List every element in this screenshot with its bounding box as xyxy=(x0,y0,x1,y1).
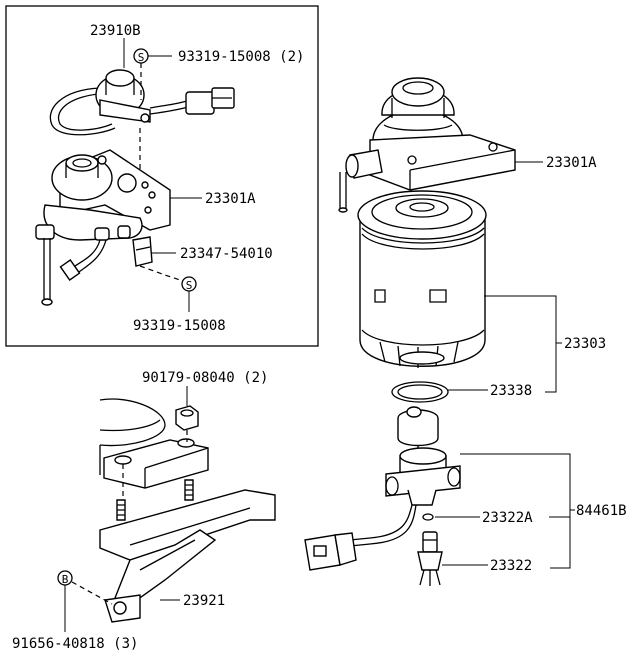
mounting-bracket-drawing xyxy=(99,398,276,623)
clamp-23347-drawing xyxy=(132,236,153,267)
label-23347-54010: 23347-54010 xyxy=(180,246,273,262)
symbol-s-text: S xyxy=(138,51,145,64)
label-23322A: 23322A xyxy=(482,510,533,526)
o-ring-drawing xyxy=(391,381,449,403)
label-23910B: 23910B xyxy=(90,23,141,39)
label-93319-15008: 93319-15008 xyxy=(133,318,226,334)
small-o-ring-drawing xyxy=(422,513,434,521)
symbol-s-bottom: S xyxy=(181,276,197,292)
symbol-b: B xyxy=(57,570,73,586)
sensor-assembly-drawing xyxy=(304,406,461,571)
label-23301A-inset: 23301A xyxy=(205,191,256,207)
label-84461B: 84461B xyxy=(576,503,627,519)
label-23303: 23303 xyxy=(564,336,606,352)
filter-cartridge-drawing xyxy=(357,190,487,368)
bracket-84461B xyxy=(460,453,571,569)
label-93319-15008-2: 93319-15008 (2) xyxy=(178,49,304,65)
label-23338: 23338 xyxy=(490,383,532,399)
symbol-s-top: S xyxy=(133,48,149,64)
filter-head-drawing xyxy=(338,77,516,213)
drain-plug-drawing xyxy=(417,531,443,586)
label-23921: 23921 xyxy=(183,593,225,609)
filter-head-inset-drawing xyxy=(35,149,171,306)
label-91656-40818-3: 91656-40818 (3) xyxy=(12,636,138,652)
water-level-sensor-drawing xyxy=(49,69,235,136)
leader-b-bolt xyxy=(71,581,113,605)
symbol-b-text: B xyxy=(62,573,69,586)
label-23322: 23322 xyxy=(490,558,532,574)
symbol-s-text: S xyxy=(186,279,193,292)
assembly-line-clamp-screw xyxy=(139,265,181,281)
label-23301A: 23301A xyxy=(546,155,597,171)
inset-frame xyxy=(5,5,319,347)
label-90179-08040-2: 90179-08040 (2) xyxy=(142,370,268,386)
bracket-23303 xyxy=(484,295,557,393)
